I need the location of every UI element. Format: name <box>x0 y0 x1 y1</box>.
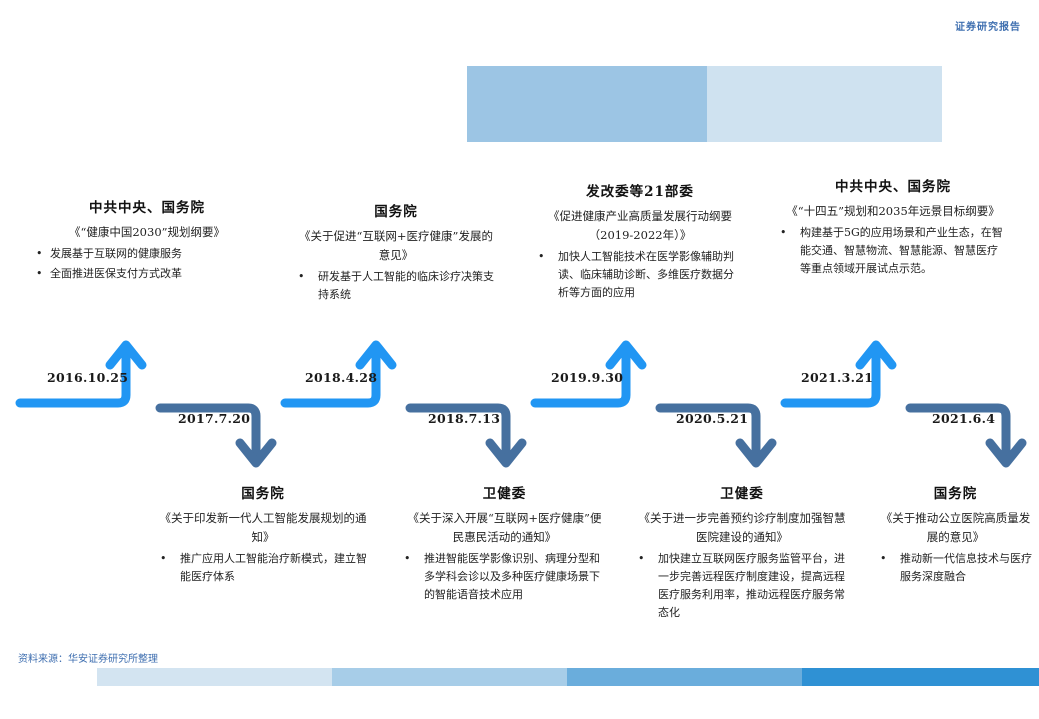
timeline-graphic <box>15 340 1027 468</box>
timeline-date-8: 2021.6.4 <box>932 411 996 426</box>
policy-issuer: 发改委等21部委 <box>586 184 694 200</box>
policy-document: 《关于深入开展“互联网+医疗健康”便民惠民活动的通知》 <box>407 511 602 544</box>
timeline-date-6: 2020.5.21 <box>676 411 749 426</box>
policy-bullet: • 研发基于人工智能的临床诊疗决策支持系统 <box>296 268 496 304</box>
timeline-date-4: 2018.7.13 <box>428 411 501 426</box>
bullet-dot-icon: • <box>538 249 545 263</box>
policy-bullet-text: 推进智能医学影像识别、病理分型和多学科会诊以及多种医疗健康场景下的智能语音技术应… <box>424 551 600 602</box>
policy-bullet: • 推广应用人工智能治疗新模式，建立智能医疗体系 <box>158 550 368 586</box>
policy-bullet-text: 构建基于5G的应用场景和产业生态，在智能交通、智慧物流、智慧能源、智慧医疗等重点… <box>800 225 1003 276</box>
timeline-date-2: 2017.7.20 <box>178 411 251 426</box>
policy-document: 《关于进一步完善预约诊疗制度加强智慧医院建设的通知》 <box>638 511 846 544</box>
policy-bullet-text: 加快人工智能技术在医学影像辅助判读、临床辅助诊断、多维医疗数据分析等方面的应用 <box>558 249 734 300</box>
bullet-dot-icon: • <box>160 551 167 565</box>
policy-bullet: • 推动新一代信息技术与医疗服务深度融合 <box>878 550 1033 586</box>
policy-issuer: 中共中央、国务院 <box>835 179 951 195</box>
policy-bullet-text: 发展基于互联网的健康服务 <box>50 246 182 260</box>
policy-issuer: 国务院 <box>374 204 418 220</box>
policy-issuer: 国务院 <box>241 486 285 502</box>
policy-document: 《关于印发新一代人工智能发展规划的通知》 <box>159 511 367 544</box>
policy-issuer: 国务院 <box>933 486 978 502</box>
timeline-date-1: 2016.10.25 <box>47 370 129 385</box>
timeline-date-3: 2018.4.28 <box>305 370 378 385</box>
policy-issuer: 卫健委 <box>720 486 764 502</box>
policy-bullet-text: 研发基于人工智能的临床诊疗决策支持系统 <box>318 269 494 302</box>
banner-block-right <box>707 66 942 142</box>
timeline-arrow-up-4 <box>780 340 897 408</box>
timeline-arrow-down-1 <box>155 403 277 468</box>
policy-bullet: • 发展基于互联网的健康服务 <box>34 245 260 263</box>
policy-document: 《关于推动公立医院高质量发展的意见》 <box>880 511 1031 544</box>
bullet-dot-icon: • <box>404 551 411 565</box>
timeline-date-7: 2021.3.21 <box>801 370 874 385</box>
footer-bar-segment-2 <box>332 668 567 686</box>
policy-bullet: • 构建基于5G的应用场景和产业生态，在智能交通、智慧物流、智慧能源、智慧医疗等… <box>778 224 1008 278</box>
policy-card-bottom-2: 卫健委 《关于深入开展“互联网+医疗健康”便民惠民活动的通知》 • 推进智能医学… <box>402 482 607 604</box>
policy-bullet: • 全面推进医保支付方式改革 <box>34 265 260 283</box>
bullet-dot-icon: • <box>36 267 43 281</box>
timeline-arrow-down-4 <box>905 403 1027 468</box>
policy-issuer: 卫健委 <box>482 486 527 502</box>
bullet-dot-icon: • <box>880 551 887 565</box>
policy-document: 《关于促进“互联网+医疗健康”发展的意见》 <box>299 229 493 262</box>
policy-bullet: • 加快建立互联网医疗服务监管平台，进一步完善远程医疗制度建设，提高远程医疗服务… <box>636 550 848 623</box>
policy-document: 《促进健康产业高质量发展行动纲要（2019-2022年）》 <box>548 209 732 242</box>
policy-card-top-3: 发改委等21部委 《促进健康产业高质量发展行动纲要（2019-2022年）》 •… <box>536 180 744 302</box>
policy-bullet-text: 推动新一代信息技术与医疗服务深度融合 <box>900 551 1032 584</box>
policy-card-top-1: 中共中央、国务院 《“健康中国2030”规划纲要》 • 发展基于互联网的健康服务… <box>34 196 260 283</box>
policy-card-bottom-4: 国务院 《关于推动公立医院高质量发展的意见》 • 推动新一代信息技术与医疗服务深… <box>878 482 1033 586</box>
banner-block-left <box>467 66 707 142</box>
policy-document: 《“健康中国2030”规划纲要》 <box>68 225 226 239</box>
timeline-arrow-up-2 <box>280 340 397 408</box>
source-note: 资料来源：华安证券研究所整理 <box>18 654 158 665</box>
policy-bullet-text: 推广应用人工智能治疗新模式，建立智能医疗体系 <box>180 551 367 584</box>
footer-bar-segment-4 <box>802 668 1039 686</box>
report-header-label: 证券研究报告 <box>955 22 1021 33</box>
bullet-dot-icon: • <box>298 269 305 283</box>
policy-bullet-text: 加快建立互联网医疗服务监管平台，进一步完善远程医疗制度建设，提高远程医疗服务利用… <box>658 551 845 620</box>
bullet-dot-icon: • <box>780 225 787 239</box>
timeline-arrow-down-2 <box>405 403 527 468</box>
policy-card-bottom-3: 卫健委 《关于进一步完善预约诊疗制度加强智慧医院建设的通知》 • 加快建立互联网… <box>636 482 848 623</box>
policy-bullet: • 推进智能医学影像识别、病理分型和多学科会诊以及多种医疗健康场景下的智能语音技… <box>402 550 607 604</box>
bullet-dot-icon: • <box>36 246 43 260</box>
footer-bar-segment-1 <box>97 668 332 686</box>
timeline-arrow-up-3 <box>530 340 647 408</box>
policy-issuer: 中共中央、国务院 <box>89 200 205 216</box>
footer-bar-segment-3 <box>567 668 802 686</box>
timeline-arrow-up-1 <box>15 340 147 408</box>
policy-card-top-4: 中共中央、国务院 《“十四五”规划和2035年远景目标纲要》 • 构建基于5G的… <box>778 175 1008 278</box>
policy-bullet: • 加快人工智能技术在医学影像辅助判读、临床辅助诊断、多维医疗数据分析等方面的应… <box>536 248 744 302</box>
policy-bullet-text: 全面推进医保支付方式改革 <box>50 267 182 281</box>
policy-document: 《“十四五”规划和2035年远景目标纲要》 <box>786 204 1000 218</box>
policy-card-bottom-1: 国务院 《关于印发新一代人工智能发展规划的通知》 • 推广应用人工智能治疗新模式… <box>158 482 368 586</box>
policy-card-top-2: 国务院 《关于促进“互联网+医疗健康”发展的意见》 • 研发基于人工智能的临床诊… <box>296 200 496 304</box>
timeline-date-5: 2019.9.30 <box>551 370 624 385</box>
timeline-arrow-down-3 <box>655 403 777 468</box>
bullet-dot-icon: • <box>638 551 645 565</box>
